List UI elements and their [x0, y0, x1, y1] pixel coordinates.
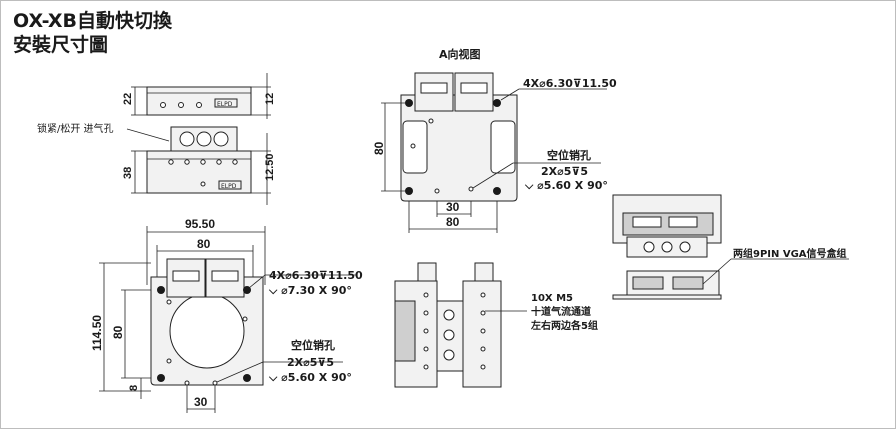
m5-line-3: 左右两边各5组 [530, 319, 598, 332]
pin-callout-2: ⌵ ⌀5.60 X 90° [268, 371, 352, 384]
m5-line-1: 10X M5 [531, 293, 573, 304]
brand-text-bottom: ELPD [221, 183, 237, 190]
holes-callout-1: 4X⌀6.30⊽11.50 [269, 269, 363, 282]
dim-12: 12 [264, 93, 276, 105]
m5-line-2: 十道气流通道 [531, 305, 591, 318]
front-right-body [462, 280, 502, 388]
dim-80-h: 80 [197, 237, 211, 251]
brand-text-top: ELPD [217, 101, 233, 108]
a-holes-callout: 4X⌀6.30⊽11.50 [523, 77, 617, 90]
side-view: ELPD ELPD 22 38 12 12. [37, 73, 276, 205]
holes-callout-2: ⌵ ⌀7.30 X 90° [268, 284, 352, 297]
drawing-title: OX-XB自動快切換 安裝尺寸圖 [13, 9, 172, 57]
a-pin-callout-1: 2X⌀5⊽5 [541, 165, 588, 178]
dim-8: 8 [128, 385, 140, 391]
brand-tag-top [214, 98, 238, 108]
title-line-1: OX-XB自動快切換 [13, 10, 173, 32]
pin-title: 空位销孔 [291, 338, 335, 352]
front-views: 10X M5 十道气流通道 左右两边各5组 [394, 262, 598, 388]
dim-38: 38 [122, 167, 134, 179]
a-pin-callout-2: ⌵ ⌀5.60 X 90° [524, 179, 608, 192]
dim-114-50: 114.50 [90, 315, 104, 351]
dim-95-50: 95.50 [185, 217, 215, 231]
a-pin-title: 空位销孔 [547, 148, 591, 162]
connector-view: 两组9PIN VGA信号盒组 [612, 194, 849, 300]
title-line-2: 安裝尺寸圖 [13, 34, 109, 56]
vga-label: 两组9PIN VGA信号盒组 [733, 247, 847, 260]
lock-label: 锁紧/松开 进气孔 [37, 122, 114, 135]
dim-12-50: 12.50 [264, 153, 276, 181]
a-view-title: A向视图 [439, 47, 481, 61]
top-view: 95.50 80 114.50 80 8 [90, 217, 363, 413]
dim-30: 30 [194, 395, 208, 409]
a-dim-80-h: 80 [446, 215, 460, 229]
dim-22: 22 [122, 93, 134, 105]
brand-tag-bottom [218, 180, 242, 190]
center-bore [169, 293, 245, 369]
dim-80-v: 80 [111, 325, 125, 339]
lock-leader [126, 128, 170, 142]
a-view: A向视图 80 30 80 4X⌀6.30⊽11.50 空位销孔 [372, 47, 617, 233]
a-dim-80-v: 80 [372, 141, 386, 155]
a-dim-30: 30 [446, 200, 460, 214]
pin-callout-1: 2X⌀5⊽5 [287, 356, 334, 369]
